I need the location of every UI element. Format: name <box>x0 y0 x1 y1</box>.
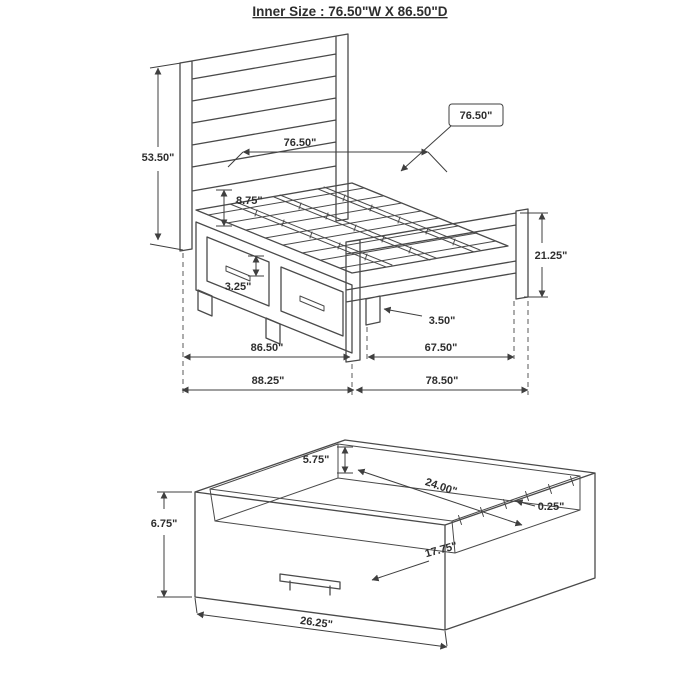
dim-inner-width: 76.50" <box>227 137 448 173</box>
drawer-1-handle <box>225 265 251 282</box>
dim-label-front-height: 6.75" <box>151 518 178 530</box>
extension-lines <box>194 597 448 647</box>
dim-footboard-span: 67.50" <box>367 342 515 361</box>
dimension-line <box>357 468 523 527</box>
dim-side-span: 86.50" <box>183 342 351 361</box>
extension-lines <box>227 151 448 173</box>
extension-lines <box>216 189 232 227</box>
dim-label-footboard-height: 21.25" <box>535 250 568 262</box>
extension-lines <box>149 62 184 251</box>
dimension-line <box>196 611 448 650</box>
dim-label-overall-width: 78.50" <box>426 375 459 387</box>
dim-label-inner-height: 5.75" <box>303 454 330 466</box>
dim-label-rail-height: 8.75" <box>236 195 263 207</box>
dim-drawer-front-height: 3.25" <box>225 255 264 293</box>
dim-label-drawer-front-height: 3.25" <box>225 281 252 293</box>
dim-headboard-width: 76.50" <box>400 103 504 172</box>
headboard-lines <box>179 33 349 252</box>
dim-label-inner-width: 76.50" <box>284 137 317 149</box>
dim-label-side-thickness: 0.25" <box>538 501 565 513</box>
extension-lines <box>157 491 192 598</box>
dim-overall-width: 78.50" <box>355 375 529 394</box>
dim-label-foot-clearance: 3.50" <box>429 315 456 327</box>
dim-label-drawer-inner-width: 24.00" <box>424 476 459 498</box>
support-rails <box>229 186 481 268</box>
leader-line <box>383 306 423 317</box>
dim-label-inner-depth: 17.75" <box>424 540 459 560</box>
dim-front-width: 26.25" <box>194 597 448 650</box>
dim-rail-height: 8.75" <box>216 189 263 227</box>
drawer-outer-lines <box>194 439 596 631</box>
slat-platform-outline <box>195 182 509 274</box>
drawer-2-front <box>280 266 344 337</box>
dim-label-overall-depth: 88.25" <box>252 375 285 387</box>
dim-label-headboard-width: 76.50" <box>460 110 493 122</box>
extension-lines <box>520 212 548 298</box>
footboard-lines <box>345 208 529 363</box>
dim-label-side-span: 86.50" <box>251 342 284 354</box>
leader-line <box>371 560 430 582</box>
slat-ticks <box>254 194 456 261</box>
extension-lines <box>337 446 353 474</box>
extension-lines <box>248 255 264 277</box>
dim-foot-clearance: 3.50" <box>383 306 456 327</box>
dim-overall-depth: 88.25" <box>181 375 355 394</box>
drawer-detail-diagram: 5.75" 24.00" 0.25" 17.75" 6.75" 26 <box>151 439 596 650</box>
side-rail-feet <box>197 289 281 345</box>
dim-footboard-height: 21.25" <box>520 212 568 298</box>
leader-line <box>515 499 536 507</box>
drawer-1-front <box>206 236 270 307</box>
dim-inner-height: 5.75" <box>303 446 353 474</box>
drawer-2-handle <box>299 295 325 312</box>
page-title: Inner Size : 76.50"W X 86.50"D <box>252 4 447 19</box>
label-box <box>448 103 504 127</box>
dim-front-height: 6.75" <box>151 491 192 598</box>
dim-label-headboard-height: 53.50" <box>142 152 175 164</box>
drawer-floor-lines <box>209 443 581 554</box>
leader-line <box>400 125 452 172</box>
dim-label-front-width: 26.25" <box>299 615 333 631</box>
dim-side-thickness: 0.25" <box>515 499 565 513</box>
drawer-detail-handle <box>279 573 341 596</box>
dim-headboard-height: 53.50" <box>142 62 184 251</box>
dim-label-footboard-span: 67.50" <box>425 342 458 354</box>
bed-diagram: 76.50" 76.50" 53.50" 8.75" 21.25" <box>142 33 568 395</box>
